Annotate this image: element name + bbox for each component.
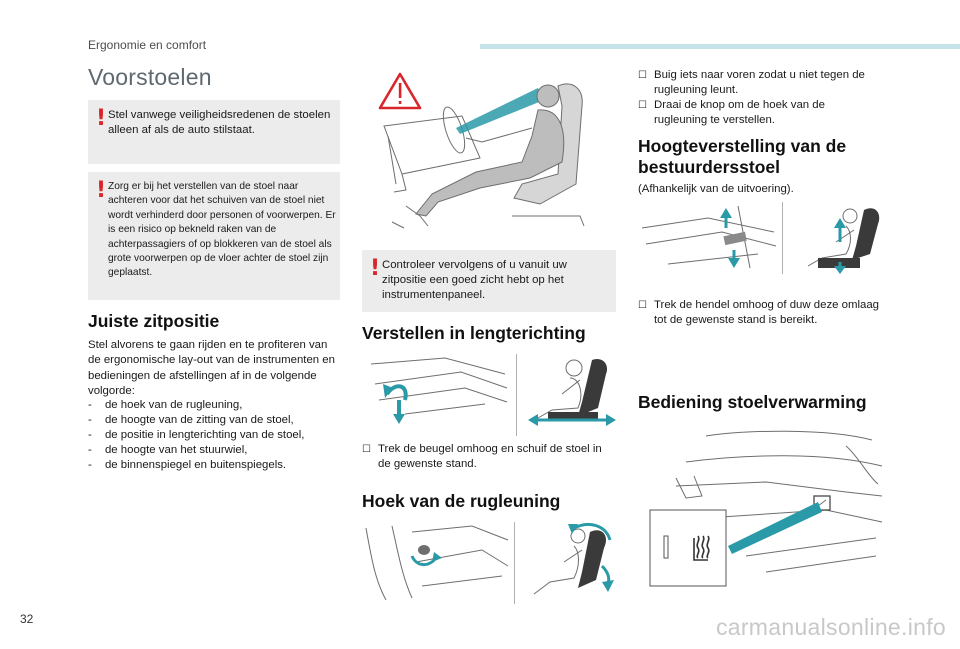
list-item: - de hoogte van de zitting van de stoel, <box>88 414 294 426</box>
heading-line: Hoogteverstelling van de <box>638 136 847 156</box>
seat-slide-illustration <box>528 358 616 426</box>
accent-bar <box>480 44 960 49</box>
backrest-angle-illustration <box>533 523 614 595</box>
driver-seating-illustration <box>378 72 585 229</box>
heading-seat-heating: Bediening stoelverwarming <box>638 392 867 412</box>
instruction-lean: ☐Buig iets naar voren zodat u niet tegen… <box>638 69 865 97</box>
seat-lever-illustration <box>370 357 508 424</box>
seat-heating-icon <box>693 535 710 561</box>
checkbox-bullet-icon: ☐ <box>638 70 647 81</box>
warning-exclamation-icon: ! <box>96 178 107 203</box>
instruction-knob: ☐Draai de knop om de hoek van de rugleun… <box>638 99 825 127</box>
seat-heating-illustration <box>649 430 883 587</box>
warning-text-2: Zorg er bij het verstellen van de stoel … <box>108 181 336 279</box>
warning-text-3: Controleer vervolgens of u vanuit uw zit… <box>382 259 567 301</box>
warning-box-1: ! Stel vanwege veiligheidsredenen de sto… <box>88 100 340 164</box>
divider <box>514 522 515 604</box>
height-lever-illustration <box>641 205 777 269</box>
list-item: - de positie in lengterichting van de st… <box>88 429 305 441</box>
warning-exclamation-icon: ! <box>370 256 381 281</box>
list-item: - de hoek van de rugleuning, <box>88 399 243 411</box>
page-number: 32 <box>20 612 34 626</box>
divider <box>782 202 783 274</box>
checkbox-bullet-icon: ☐ <box>638 100 647 111</box>
warning-box-3: ! Controleer vervolgens of u vanuit uw z… <box>362 250 616 312</box>
heading-backrest: Hoek van de rugleuning <box>362 491 561 511</box>
page-title: Voorstoelen <box>88 64 212 90</box>
heading-correct-position: Juiste zitpositie <box>88 311 220 331</box>
checkbox-bullet-icon: ☐ <box>638 300 647 311</box>
instruction-length: ☐Trek de beugel omhoog en schuif de stoe… <box>362 443 602 471</box>
intro-paragraph: Stel alvorens te gaan rijden en te profi… <box>88 339 335 398</box>
warning-exclamation-icon: ! <box>96 106 107 131</box>
checkbox-bullet-icon: ☐ <box>362 444 371 455</box>
backrest-knob-illustration <box>365 525 509 601</box>
warning-text-1: Stel vanwege veiligheidsredenen de stoel… <box>108 109 331 136</box>
height-seat-illustration <box>807 208 880 274</box>
list-item: - de hoogte van het stuurwiel, <box>88 444 248 456</box>
instruction-height: ☐Trek de hendel omhoog of duw deze omlaa… <box>638 299 880 327</box>
availability-note: (Afhankelijk van de uitvoering). <box>638 183 794 195</box>
divider <box>516 354 517 436</box>
warning-box-2: ! Zorg er bij het verstellen van de stoe… <box>88 172 340 300</box>
list-item: - de binnenspiegel en buitenspiegels. <box>88 459 287 471</box>
watermark: carmanualsonline.info <box>715 614 946 640</box>
heading-line: bestuurdersstoel <box>638 157 780 177</box>
heading-length-adjust: Verstellen in lengterichting <box>362 323 586 343</box>
heading-height-adjust: Hoogteverstelling van de bestuurdersstoe… <box>638 136 846 178</box>
section-label: Ergonomie en comfort <box>88 38 207 52</box>
warning-triangle-icon <box>378 72 422 110</box>
